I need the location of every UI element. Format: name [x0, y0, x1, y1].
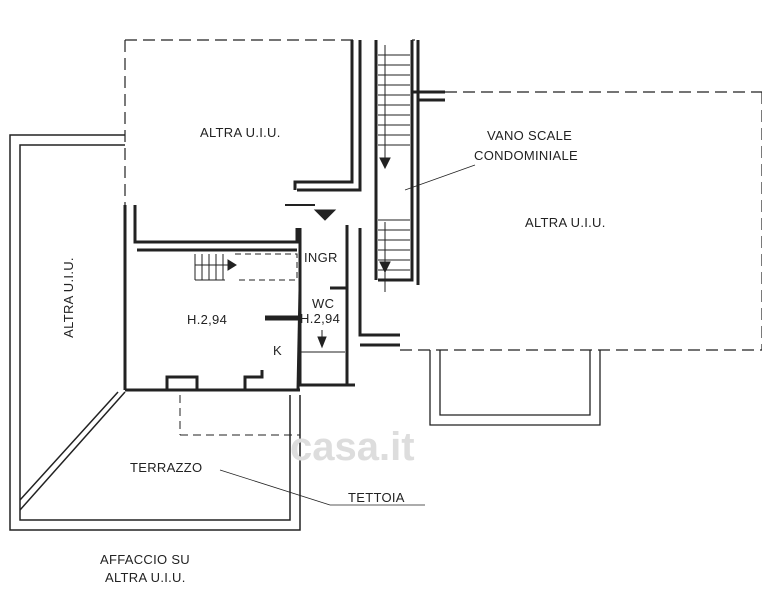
internal-staircase — [194, 253, 298, 281]
top-unit-label: ALTRA U.I.U. — [200, 125, 281, 140]
overlook-label-line1: AFFACCIO SU — [100, 552, 190, 567]
balcony — [429, 350, 601, 426]
wc-label: WC — [312, 296, 335, 311]
canopy-outline — [179, 395, 300, 436]
wc-height-label: H.2,94 — [300, 311, 341, 326]
entrance-label: INGR — [304, 250, 338, 265]
walls — [123, 40, 445, 392]
terrace-label: TERRAZZO — [130, 460, 203, 475]
common-staircase — [378, 45, 410, 292]
canopy-label: TETTOIA — [348, 490, 405, 505]
overlook-label-line2: ALTRA U.I.U. — [105, 570, 186, 585]
left-unit-outline — [9, 134, 301, 531]
right-unit-label: ALTRA U.I.U. — [525, 215, 606, 230]
right-unit-outline — [400, 91, 762, 351]
top-unit-outline — [124, 39, 415, 205]
stair-label-line1: VANO SCALE — [487, 128, 573, 143]
stair-label-line2: CONDOMINIALE — [474, 148, 579, 163]
room-height-label: H.2,94 — [187, 312, 228, 327]
left-unit-label: ALTRA U.I.U. — [60, 257, 76, 338]
kitchen-label: K — [273, 343, 282, 358]
watermark-logo: casa.it — [290, 425, 415, 469]
